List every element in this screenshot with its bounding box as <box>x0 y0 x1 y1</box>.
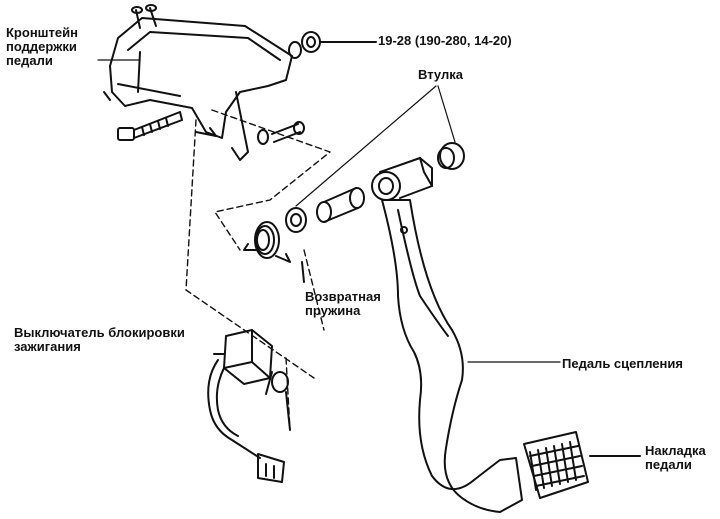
label-pedal-pad: Накладка педали <box>645 443 706 472</box>
pedal-support-bracket <box>103 4 293 161</box>
label-return-spring: Возвратная пружина <box>305 289 381 318</box>
assembly-guide-lines <box>185 109 331 431</box>
label-ignition-interlock-switch: Выключатель блокировки зажигания <box>14 325 185 354</box>
label-torque-spec: 19-28 (190-280, 14-20) <box>378 33 512 48</box>
label-bushing: Втулка <box>418 67 463 82</box>
return-spring <box>243 221 305 283</box>
pedal-pad <box>523 431 641 499</box>
interlock-switch <box>207 329 291 483</box>
mounting-bolt <box>117 111 183 141</box>
torque-nut <box>288 31 377 59</box>
pivot-shaft <box>316 187 365 223</box>
bushing-leaders <box>295 85 456 207</box>
label-pedal-support-bracket: Кронштейн поддержки педали <box>6 25 78 68</box>
clutch-pedal-arm <box>371 157 523 513</box>
bushing-left <box>285 207 307 233</box>
label-clutch-pedal: Педаль сцепления <box>562 356 683 371</box>
bushing-right <box>437 142 465 170</box>
